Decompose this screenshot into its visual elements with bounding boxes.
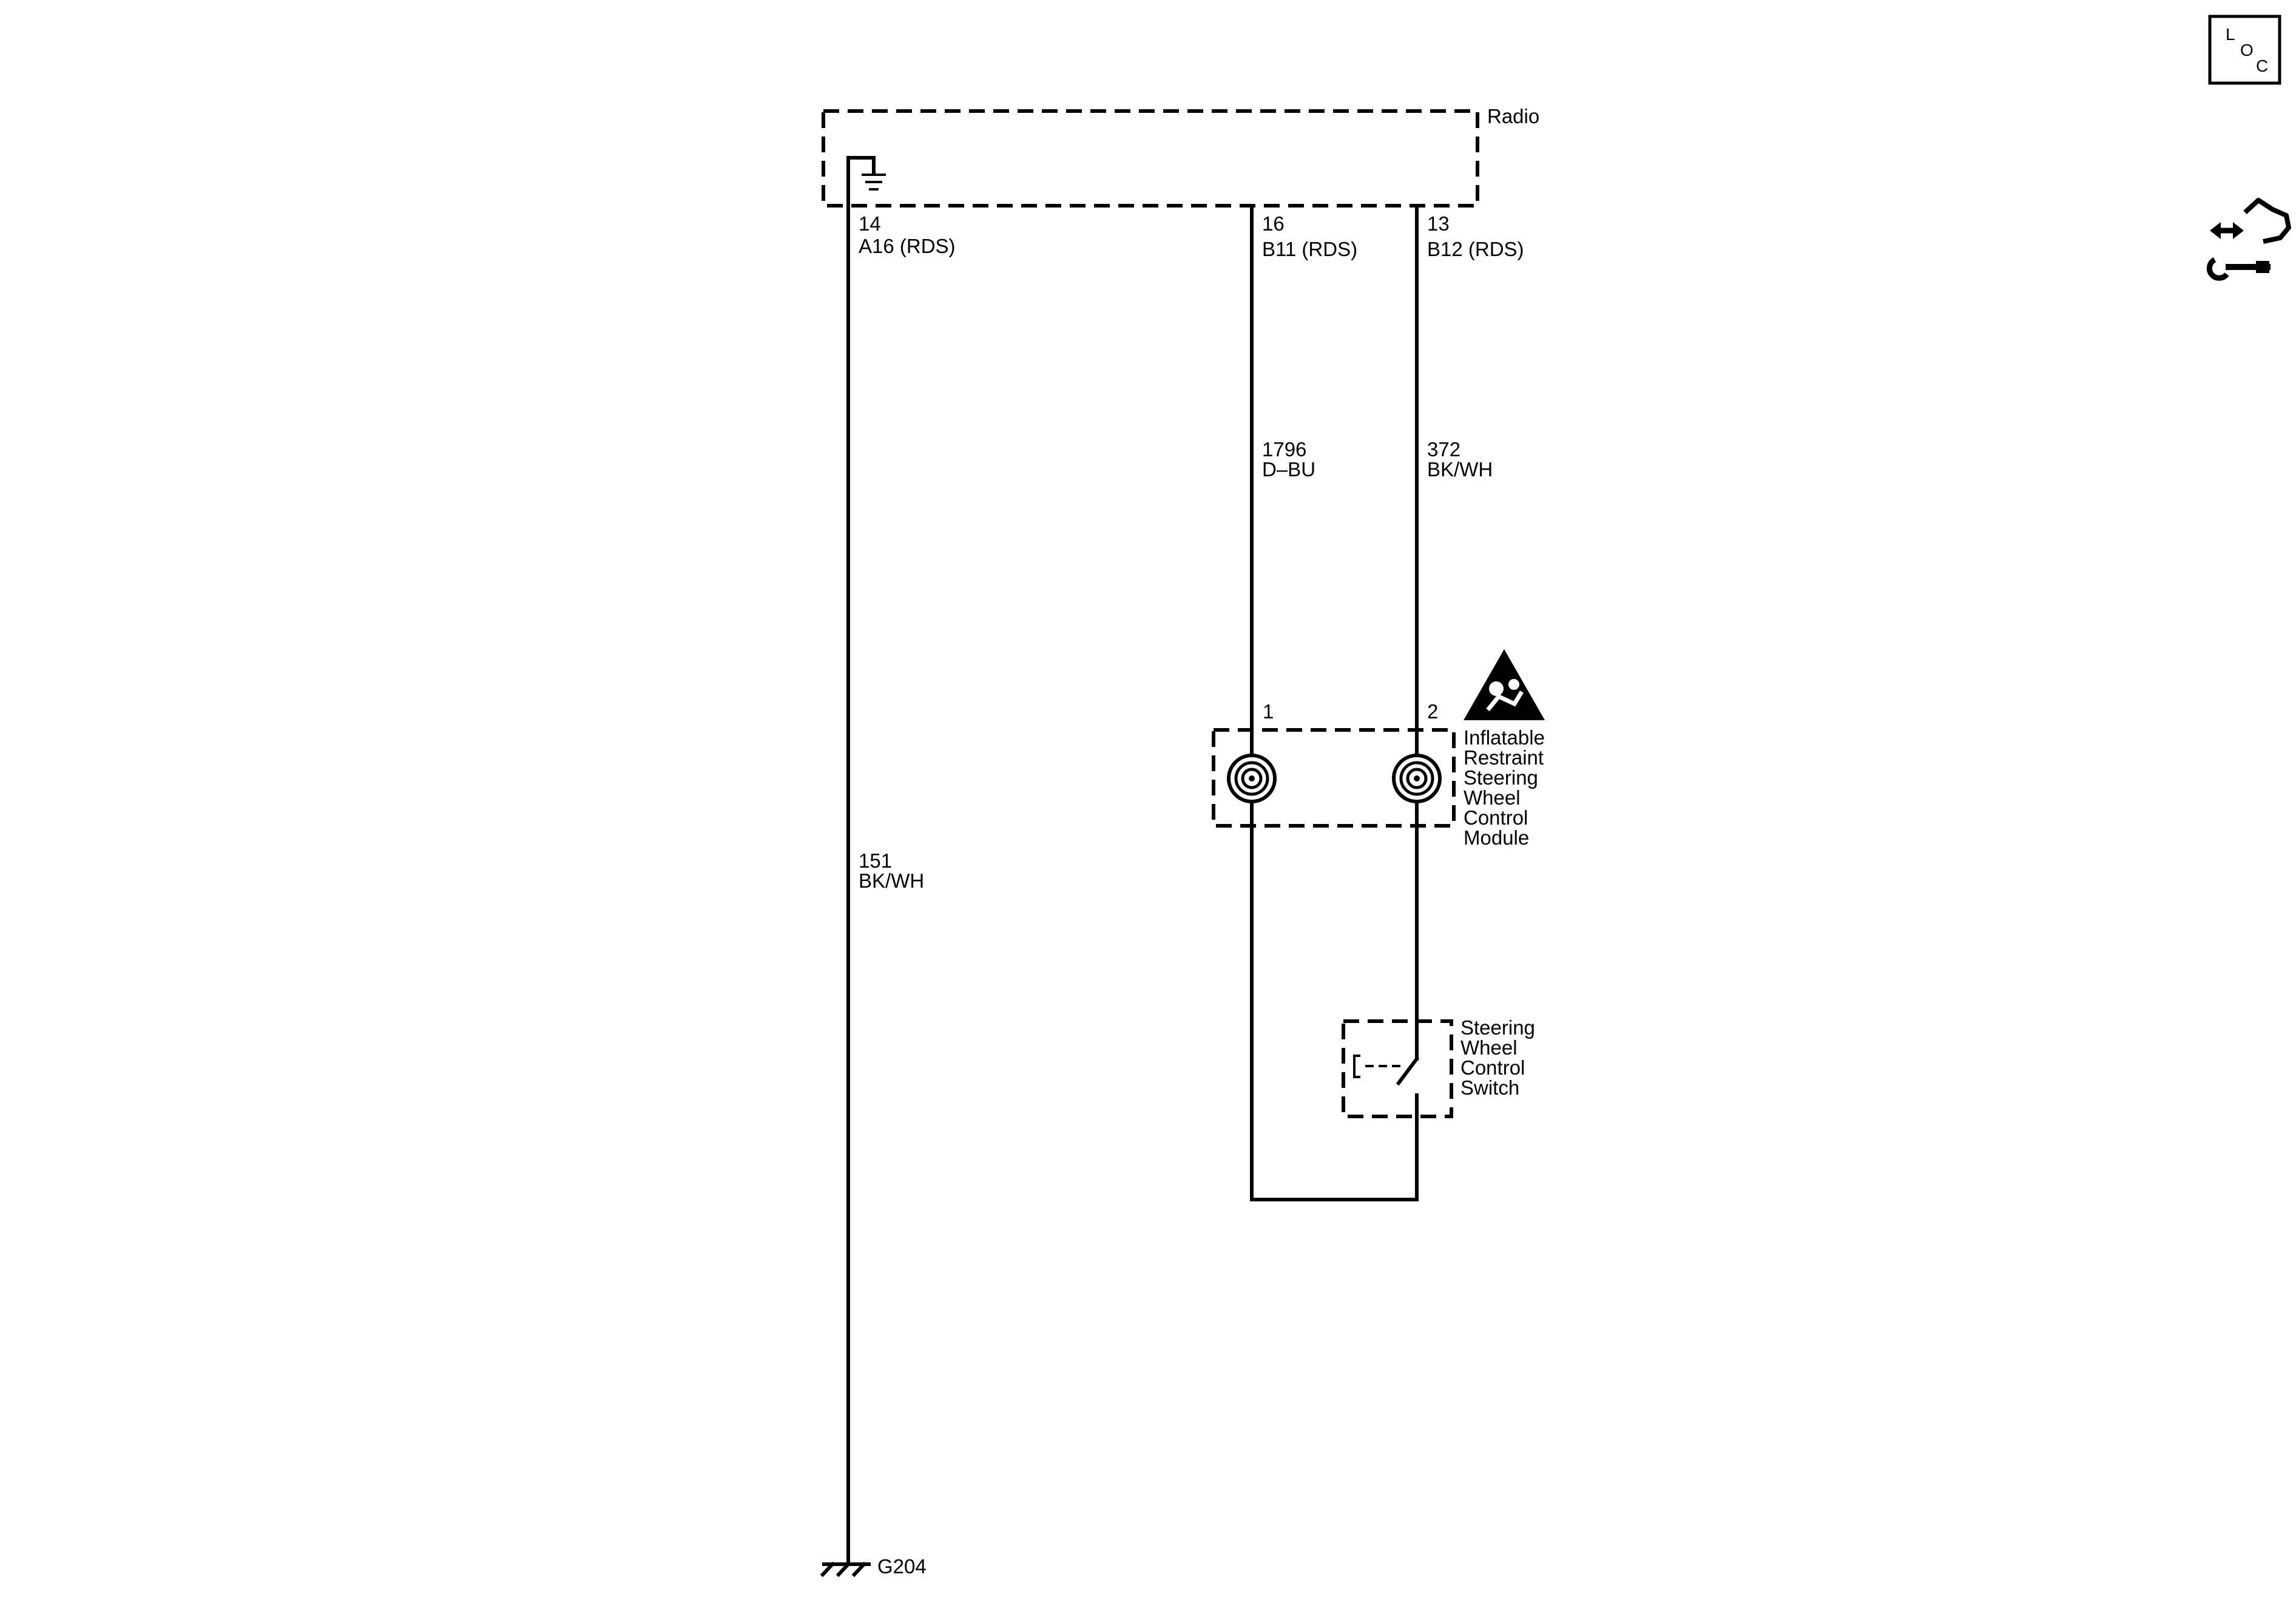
radio-label: Radio <box>1487 105 1539 127</box>
switch-name-line-4: Switch <box>1460 1076 1519 1099</box>
wire-1796-color: D–BU <box>1262 458 1315 481</box>
clockspring-coil-icon <box>1392 754 1442 803</box>
radio-box <box>822 109 1479 208</box>
switch-name-line-2: Wheel <box>1460 1036 1518 1059</box>
radio-connector-a16: A16 (RDS) <box>859 235 956 257</box>
module-name-line-5: Control <box>1464 806 1528 829</box>
radio-connector-b12: B12 (RDS) <box>1427 238 1524 260</box>
loc-letter-l: L <box>2226 25 2235 44</box>
module-name-line-1: Inflatable <box>1464 726 1545 749</box>
radio-component: Radio <box>822 105 1539 208</box>
module-name-line-3: Steering <box>1464 766 1538 789</box>
wire-1796-circuit: 1796 <box>1262 438 1306 461</box>
internal-ground-icon <box>846 156 886 208</box>
loc-box[interactable] <box>2208 15 2281 85</box>
wire-151-circuit: 151 <box>859 849 892 872</box>
wire-372-color: BK/WH <box>1427 458 1493 481</box>
module-name-line-6: Module <box>1464 826 1529 849</box>
switch-contact-icon <box>1353 1055 1420 1086</box>
radio-connector-b11: B11 (RDS) <box>1262 238 1357 260</box>
service-info-icon[interactable] <box>2206 198 2291 281</box>
loc-button[interactable]: L O C <box>2208 15 2281 85</box>
wire-151-color: BK/WH <box>859 869 924 892</box>
switch-name-line-1: Steering <box>1460 1016 1535 1039</box>
airbag-warning-icon <box>1464 649 1545 720</box>
clockspring-coil-icon <box>1227 754 1277 803</box>
chassis-ground-icon <box>820 1561 871 1578</box>
module-name-line-2: Restraint <box>1464 746 1544 769</box>
loc-letter-o: O <box>2240 41 2254 59</box>
ground-g204: G204 <box>820 1555 927 1578</box>
switch-name-line-3: Control <box>1460 1056 1525 1079</box>
steering-wheel-control-switch: Steering Wheel Control Switch <box>1342 1016 1535 1118</box>
loc-letter-c: C <box>2256 56 2268 75</box>
module-name-line-4: Wheel <box>1464 786 1521 809</box>
clockspring-module: 1 2 Inflatable Restraint Steering Wheel … <box>1212 649 1545 849</box>
wire-372-circuit: 372 <box>1427 438 1460 461</box>
radio-pin-16: 16 <box>1262 212 1285 235</box>
module-pin-2: 2 <box>1427 700 1438 723</box>
ground-label: G204 <box>877 1555 927 1578</box>
module-pin-1: 1 <box>1263 700 1274 723</box>
radio-pin-14: 14 <box>859 212 881 235</box>
switch-box <box>1342 1019 1453 1118</box>
radio-pin-13: 13 <box>1427 212 1450 235</box>
